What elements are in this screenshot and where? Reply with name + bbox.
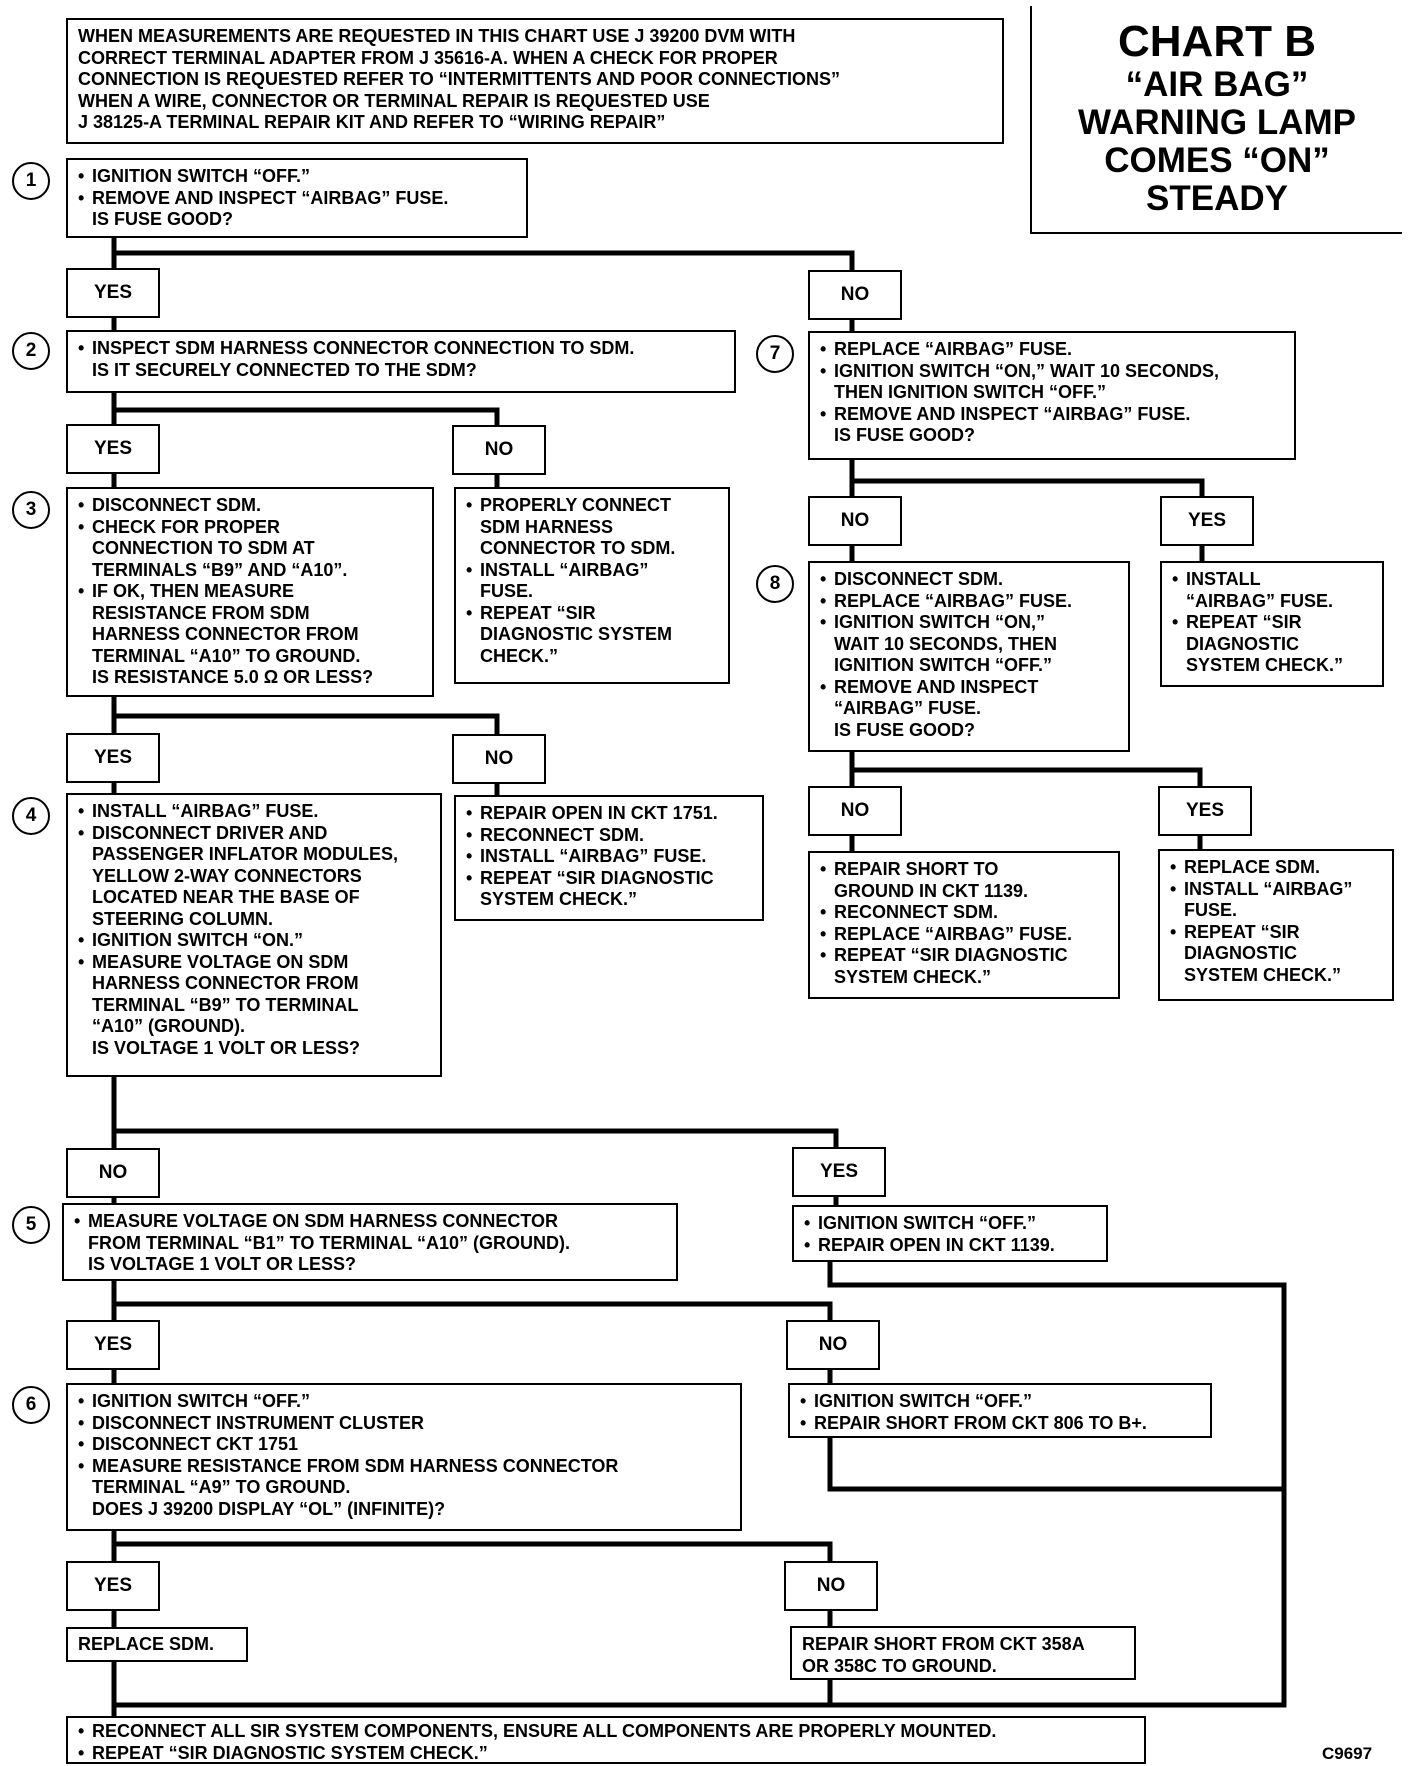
step-7-yes-label: YES — [1160, 496, 1254, 546]
title-line-1: CHART B — [1118, 17, 1316, 66]
step-2-no-action: PROPERLY CONNECT SDM HARNESS CONNECTOR T… — [454, 487, 730, 684]
action-item: REPEAT “SIR DIAGNOSTIC SYSTEM CHECK.” — [466, 603, 720, 668]
step-3-item: CHECK FOR PROPER CONNECTION TO SDM AT TE… — [78, 517, 424, 582]
step-4-yes-label: YES — [792, 1147, 886, 1197]
step-8-item: DISCONNECT SDM. — [820, 569, 1120, 591]
step-6-box: IGNITION SWITCH “OFF.” DISCONNECT INSTRU… — [66, 1383, 742, 1531]
intro-text: WHEN MEASUREMENTS ARE REQUESTED IN THIS … — [78, 26, 841, 132]
action-item: RECONNECT SDM. — [820, 902, 1110, 924]
step-2-no-label: NO — [452, 425, 546, 475]
action-item: REPEAT “SIR DIAGNOSTIC SYSTEM CHECK.” — [78, 1743, 1136, 1765]
action-item: REPAIR OPEN IN CKT 1751. — [466, 803, 754, 825]
action-item: PROPERLY CONNECT SDM HARNESS CONNECTOR T… — [466, 495, 720, 560]
action-item: REPEAT “SIR DIAGNOSTIC SYSTEM CHECK.” — [466, 868, 754, 911]
action-item: REPLACE “AIRBAG” FUSE. — [820, 924, 1110, 946]
action-item: INSTALL “AIRBAG” FUSE. — [1170, 879, 1384, 922]
step-1-item: IGNITION SWITCH “OFF.” — [78, 166, 518, 188]
step-3-box: DISCONNECT SDM. CHECK FOR PROPER CONNECT… — [66, 487, 434, 697]
step-5-item: MEASURE VOLTAGE ON SDM HARNESS CONNECTOR… — [74, 1211, 668, 1276]
step-4-yes-action: IGNITION SWITCH “OFF.” REPAIR OPEN IN CK… — [792, 1205, 1108, 1262]
step-7-item: IGNITION SWITCH “ON,” WAIT 10 SECONDS, T… — [820, 361, 1286, 404]
step-5-box: MEASURE VOLTAGE ON SDM HARNESS CONNECTOR… — [62, 1203, 678, 1281]
step-8-no-action: REPAIR SHORT TO GROUND IN CKT 1139. RECO… — [808, 851, 1120, 999]
step-2-yes-label: YES — [66, 424, 160, 474]
step-4-box: INSTALL “AIRBAG” FUSE. DISCONNECT DRIVER… — [66, 793, 442, 1077]
step-6-item: DISCONNECT CKT 1751 — [78, 1434, 732, 1456]
chart-title: CHART B “AIR BAG” WARNING LAMP COMES “ON… — [1030, 6, 1402, 234]
action-item: RECONNECT SDM. — [466, 825, 754, 847]
step-2-item: INSPECT SDM HARNESS CONNECTOR CONNECTION… — [78, 338, 726, 381]
step-8-yes-label: YES — [1158, 786, 1252, 836]
title-line-4: COMES “ON” — [1104, 141, 1330, 180]
step-8-item: REPLACE “AIRBAG” FUSE. — [820, 591, 1120, 613]
step-8-item: REMOVE AND INSPECT “AIRBAG” FUSE. IS FUS… — [820, 677, 1120, 742]
step-2-marker: 2 — [12, 332, 50, 370]
action-text: REPLACE SDM. — [78, 1634, 215, 1654]
step-7-item: REMOVE AND INSPECT “AIRBAG” FUSE. IS FUS… — [820, 404, 1286, 447]
step-7-marker: 7 — [756, 335, 794, 373]
action-item: REPAIR SHORT FROM CKT 806 TO B+. — [800, 1413, 1202, 1435]
step-1-marker: 1 — [12, 162, 50, 200]
step-6-item: MEASURE RESISTANCE FROM SDM HARNESS CONN… — [78, 1456, 732, 1521]
step-3-item: IF OK, THEN MEASURE RESISTANCE FROM SDM … — [78, 581, 424, 689]
step-3-no-action: REPAIR OPEN IN CKT 1751. RECONNECT SDM. … — [454, 795, 764, 921]
title-line-3: WARNING LAMP — [1077, 103, 1357, 142]
step-3-no-label: NO — [452, 734, 546, 784]
step-4-item: MEASURE VOLTAGE ON SDM HARNESS CONNECTOR… — [78, 952, 432, 1060]
step-6-item: DISCONNECT INSTRUMENT CLUSTER — [78, 1413, 732, 1435]
step-7-box: REPLACE “AIRBAG” FUSE. IGNITION SWITCH “… — [808, 331, 1296, 460]
title-line-2: “AIR BAG” — [1125, 65, 1309, 104]
step-5-no-label: NO — [786, 1320, 880, 1370]
step-7-item: REPLACE “AIRBAG” FUSE. — [820, 339, 1286, 361]
action-item: INSTALL “AIRBAG” FUSE. — [466, 560, 720, 603]
action-item: REPAIR OPEN IN CKT 1139. — [804, 1235, 1098, 1257]
action-item: IGNITION SWITCH “OFF.” — [800, 1391, 1202, 1413]
action-item: REPAIR SHORT TO GROUND IN CKT 1139. — [820, 859, 1110, 902]
step-5-marker: 5 — [12, 1206, 50, 1244]
step-4-no-label: NO — [66, 1148, 160, 1198]
step-6-item: IGNITION SWITCH “OFF.” — [78, 1391, 732, 1413]
step-8-marker: 8 — [756, 565, 794, 603]
action-item: INSTALL “AIRBAG” FUSE. — [1172, 569, 1374, 612]
step-3-item: DISCONNECT SDM. — [78, 495, 424, 517]
step-8-yes-action: REPLACE SDM. INSTALL “AIRBAG” FUSE. REPE… — [1158, 849, 1394, 1001]
action-item: REPLACE SDM. — [1170, 857, 1384, 879]
action-item: IGNITION SWITCH “OFF.” — [804, 1213, 1098, 1235]
action-item: INSTALL “AIRBAG” FUSE. — [466, 846, 754, 868]
step-4-marker: 4 — [12, 797, 50, 835]
action-item: REPEAT “SIR DIAGNOSTIC SYSTEM CHECK.” — [1170, 922, 1384, 987]
step-8-box: DISCONNECT SDM. REPLACE “AIRBAG” FUSE. I… — [808, 561, 1130, 752]
step-8-item: IGNITION SWITCH “ON,” WAIT 10 SECONDS, T… — [820, 612, 1120, 677]
step-4-item: IGNITION SWITCH “ON.” — [78, 930, 432, 952]
action-item: REPEAT “SIR DIAGNOSTIC SYSTEM CHECK.” — [820, 945, 1110, 988]
step-2-box: INSPECT SDM HARNESS CONNECTOR CONNECTION… — [66, 330, 736, 393]
step-4-item: INSTALL “AIRBAG” FUSE. — [78, 801, 432, 823]
action-item: REPEAT “SIR DIAGNOSTIC SYSTEM CHECK.” — [1172, 612, 1374, 677]
step-7-yes-action: INSTALL “AIRBAG” FUSE. REPEAT “SIR DIAGN… — [1160, 561, 1384, 687]
action-item: RECONNECT ALL SIR SYSTEM COMPONENTS, ENS… — [78, 1721, 1136, 1743]
step-5-no-action: IGNITION SWITCH “OFF.” REPAIR SHORT FROM… — [788, 1383, 1212, 1438]
step-1-item: REMOVE AND INSPECT “AIRBAG” FUSE. IS FUS… — [78, 188, 518, 231]
step-6-yes-label: YES — [66, 1561, 160, 1611]
title-line-5: STEADY — [1146, 179, 1288, 218]
step-1-yes-label: YES — [66, 268, 160, 318]
step-1-box: IGNITION SWITCH “OFF.” REMOVE AND INSPEC… — [66, 158, 528, 238]
step-3-marker: 3 — [12, 491, 50, 529]
step-7-no-label: NO — [808, 496, 902, 546]
action-text: REPAIR SHORT FROM CKT 358A OR 358C TO GR… — [802, 1634, 1085, 1676]
step-6-no-label: NO — [784, 1561, 878, 1611]
step-6-marker: 6 — [12, 1386, 50, 1424]
step-4-item: DISCONNECT DRIVER AND PASSENGER INFLATOR… — [78, 823, 432, 931]
step-6-no-action: REPAIR SHORT FROM CKT 358A OR 358C TO GR… — [790, 1626, 1136, 1680]
step-5-yes-label: YES — [66, 1320, 160, 1370]
intro-box: WHEN MEASUREMENTS ARE REQUESTED IN THIS … — [66, 18, 1004, 144]
step-3-yes-label: YES — [66, 733, 160, 783]
final-action: RECONNECT ALL SIR SYSTEM COMPONENTS, ENS… — [66, 1716, 1146, 1764]
step-1-no-label: NO — [808, 270, 902, 320]
step-6-yes-action: REPLACE SDM. — [66, 1627, 248, 1662]
figure-id: C9697 — [1322, 1744, 1373, 1763]
step-8-no-label: NO — [808, 786, 902, 836]
